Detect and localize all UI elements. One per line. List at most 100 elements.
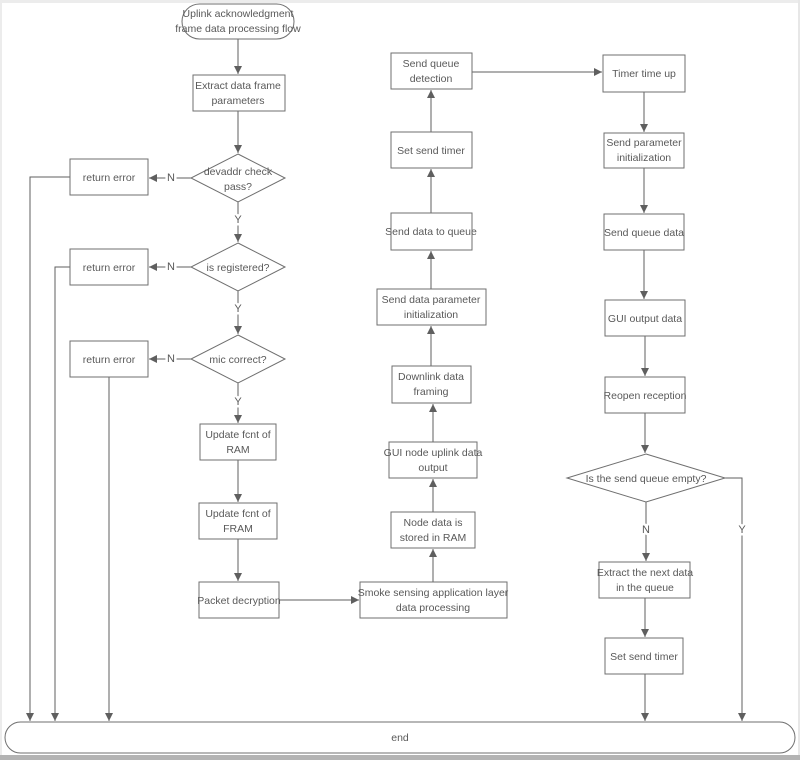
node-devaddr-check: devaddr check pass? — [189, 153, 287, 203]
node-start: Uplink acknowledgment frame data process… — [175, 3, 301, 40]
send-param-init-line2: initialization — [617, 152, 671, 164]
start-label-line2: frame data processing flow — [175, 23, 301, 35]
canvas-left-edge — [0, 0, 2, 760]
process-box — [69, 340, 149, 378]
reopen-reception-label: Reopen reception — [604, 390, 687, 402]
smoke-line2: data processing — [396, 602, 470, 614]
node-send-param-init: Send parameter initialization — [603, 132, 685, 169]
node-mic-correct: mic correct? — [189, 334, 287, 384]
branch-label-yes-mic: Y — [234, 396, 242, 408]
node-downlink-framing: Downlink data framing — [391, 365, 472, 404]
process-box — [199, 423, 277, 461]
node-update-fcnt-fram: Update fcnt of FRAM — [198, 502, 278, 540]
gui-output-data-label: GUI output data — [608, 313, 682, 325]
gui-node-line2: output — [418, 462, 447, 474]
branch-label-yes-registered: Y — [234, 303, 242, 315]
return-error-1-label: return error — [83, 172, 136, 184]
node-update-fcnt-ram: Update fcnt of RAM — [199, 423, 277, 461]
node-set-send-timer-right: Set send timer — [604, 637, 684, 675]
devaddr-line1: devaddr check — [204, 166, 273, 178]
process-box — [388, 441, 478, 479]
packet-decryption-label: Packet decryption — [197, 595, 281, 607]
set-send-timer-right-label: Set send timer — [610, 651, 678, 663]
smoke-line1: Smoke sensing application layer — [358, 587, 509, 599]
set-send-timer-mid-label: Set send timer — [397, 145, 465, 157]
node-smoke-processing: Smoke sensing application layer data pro… — [358, 581, 509, 619]
canvas-top-edge — [0, 0, 800, 3]
start-label-line1: Uplink acknowledgment — [183, 8, 294, 20]
is-registered-label: is registered? — [206, 262, 269, 274]
send-queue-detect-line2: detection — [410, 73, 453, 85]
node-end: end — [4, 721, 796, 754]
process-box — [603, 213, 685, 251]
process-box — [602, 54, 686, 93]
node-send-data-param-init: Send data parameter initialization — [376, 288, 487, 326]
send-data-param-line1: Send data parameter — [382, 294, 481, 306]
canvas-bottom-strip — [0, 755, 800, 760]
node-gui-output-data: GUI output data — [604, 299, 686, 337]
process-box — [359, 581, 508, 619]
downlink-line2: framing — [413, 386, 448, 398]
process-box — [192, 74, 286, 112]
branch-label-no-devaddr: N — [167, 172, 175, 184]
send-queue-detect-line1: Send queue — [403, 58, 460, 70]
node-reopen-reception: Reopen reception — [604, 376, 687, 414]
branch-label-yes-queue-empty: Y — [738, 524, 746, 536]
node-send-queue-empty: Is the send queue empty? — [565, 453, 727, 503]
process-box — [390, 511, 476, 549]
node-return-error-3: return error — [69, 340, 149, 378]
decision-diamond — [189, 153, 287, 203]
timer-time-up-label: Timer time up — [612, 68, 676, 80]
mic-correct-label: mic correct? — [209, 354, 266, 366]
decision-diamond — [189, 242, 287, 292]
extract-frame-line1: Extract data frame — [195, 80, 281, 92]
extract-frame-line2: parameters — [211, 95, 264, 107]
update-fram-line1: Update fcnt of — [205, 508, 270, 520]
node-timer-time-up: Timer time up — [602, 54, 686, 93]
send-data-param-line2: initialization — [404, 309, 458, 321]
process-box — [391, 365, 472, 404]
send-queue-empty-label: Is the send queue empty? — [586, 473, 707, 485]
send-param-init-line1: Send parameter — [606, 137, 682, 149]
node-send-queue-detection: Send queue detection — [390, 52, 473, 90]
send-data-to-queue-label: Send data to queue — [385, 226, 477, 238]
node-data-line1: Node data is — [404, 517, 463, 529]
update-ram-line2: RAM — [226, 444, 249, 456]
edge-empty-yes-to-end — [725, 477, 746, 721]
node-set-send-timer-mid: Set send timer — [390, 131, 473, 169]
process-box — [390, 212, 473, 251]
node-extract-next-data: Extract the next data in the queue — [597, 561, 693, 599]
edge-error2-to-end — [51, 266, 70, 721]
node-return-error-1: return error — [69, 158, 149, 196]
node-send-data-to-queue: Send data to queue — [385, 212, 477, 251]
return-error-2-label: return error — [83, 262, 136, 274]
node-extract-frame: Extract data frame parameters — [192, 74, 286, 112]
branch-label-no-mic: N — [167, 353, 175, 365]
send-queue-data-label: Send queue data — [604, 227, 684, 239]
node-send-queue-data: Send queue data — [603, 213, 685, 251]
node-gui-node-uplink: GUI node uplink data output — [384, 441, 483, 479]
process-box — [390, 131, 473, 169]
node-node-data-ram: Node data is stored in RAM — [390, 511, 476, 549]
end-terminator-shape — [4, 721, 796, 754]
gui-node-line1: GUI node uplink data — [384, 447, 483, 459]
process-box — [376, 288, 487, 326]
process-box — [604, 376, 686, 414]
branch-label-no-queue-empty: N — [642, 524, 650, 536]
process-box — [603, 132, 685, 169]
process-box — [604, 299, 686, 337]
process-box — [390, 52, 473, 90]
node-data-line2: stored in RAM — [400, 532, 467, 544]
decision-diamond — [565, 453, 727, 503]
update-fram-line2: FRAM — [223, 523, 253, 535]
node-is-registered: is registered? — [189, 242, 287, 292]
process-box — [198, 502, 278, 540]
node-packet-decryption: Packet decryption — [197, 581, 281, 619]
return-error-3-label: return error — [83, 354, 136, 366]
update-ram-line1: Update fcnt of — [205, 429, 270, 441]
node-return-error-2: return error — [69, 248, 149, 286]
process-box — [198, 581, 280, 619]
extract-next-line2: in the queue — [616, 582, 674, 594]
branch-label-no-registered: N — [167, 261, 175, 273]
